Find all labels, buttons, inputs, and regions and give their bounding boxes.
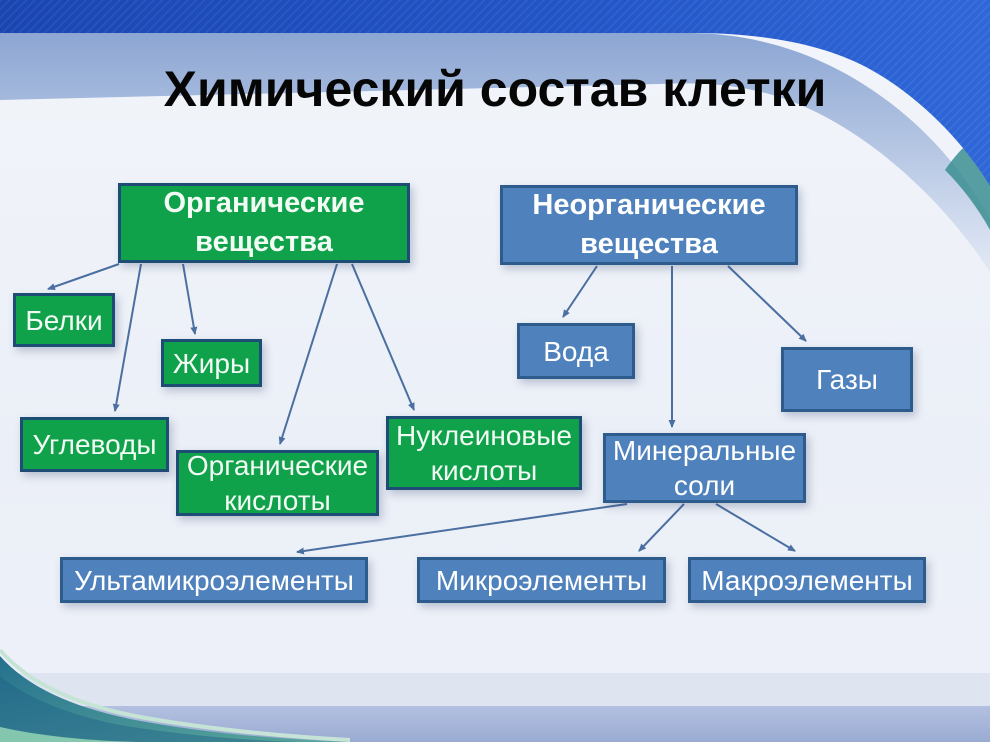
edge-salts-macroelements: [715, 503, 796, 552]
node-proteins: Белки: [13, 293, 115, 347]
edge-organic-carbohydrates: [112, 263, 142, 412]
node-gases: Газы: [781, 347, 913, 412]
edge-organic-nucleic-acids: [351, 263, 415, 411]
under-banner-band: [0, 33, 990, 272]
corner-wave-mint-strip: [0, 727, 140, 742]
edge-salts-microelements: [638, 503, 685, 552]
top-banner-texture: [0, 0, 990, 186]
bottom-band-light: [0, 673, 990, 706]
node-carbohydrates: Углеводы: [20, 417, 169, 472]
corner-wave-highlight: [0, 648, 351, 742]
edge-organic-fats: [182, 263, 198, 335]
node-nucleic-acids: Нуклеиновые кислоты: [386, 416, 582, 490]
slide-title: Химический состав клетки: [163, 61, 827, 117]
node-organic-acids: Органические кислоты: [176, 450, 379, 516]
edge-inorganic-gases: [727, 265, 807, 342]
edge-organic-organic-acids: [278, 263, 338, 445]
node-fats: Жиры: [161, 339, 262, 387]
edge-organic-proteins: [47, 263, 120, 290]
node-macroelements: Макроэлементы: [688, 557, 926, 603]
node-organic-substances: Органические вещества: [118, 183, 410, 263]
node-water: Вода: [517, 323, 635, 379]
node-mineral-salts: Минеральные соли: [603, 433, 806, 503]
corner-wave: [0, 656, 348, 742]
corner-wave-shadow: [0, 676, 300, 742]
edge-inorganic-water: [562, 265, 598, 318]
node-ultramicroelements: Ультамикроэлементы: [60, 557, 368, 603]
node-microelements: Микроэлементы: [417, 557, 666, 603]
node-inorganic-substances: Неорганические вещества: [500, 185, 798, 265]
edge-salts-ultramicroelements: [296, 503, 628, 555]
